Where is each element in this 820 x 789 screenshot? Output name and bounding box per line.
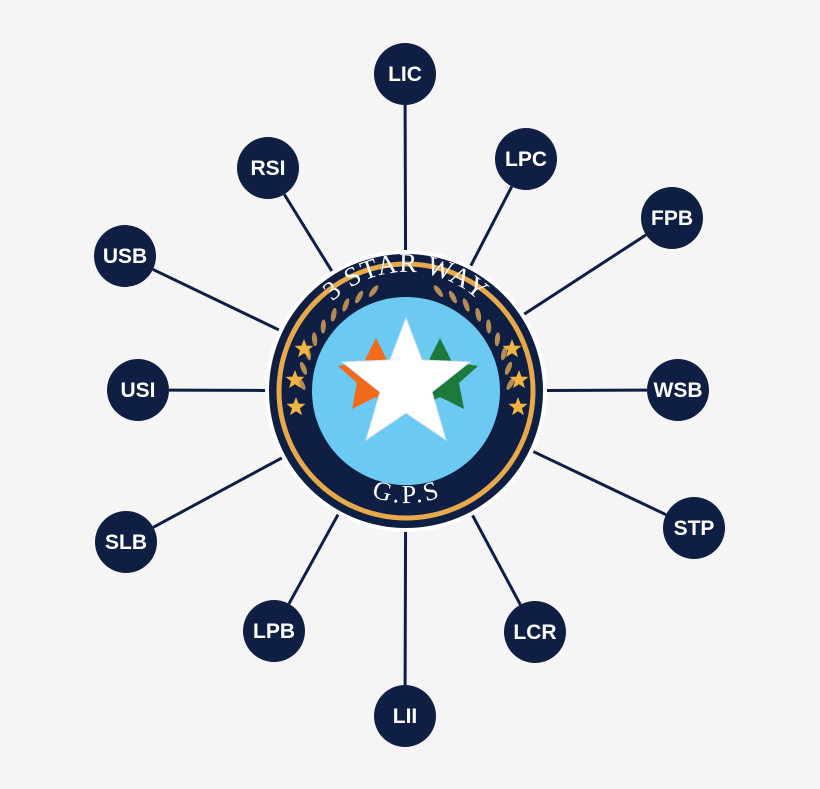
emblem-gold-ring [276,261,536,521]
small-star-icon [509,370,529,389]
node-lcr[interactable]: LCR [504,601,566,663]
node-circle [243,600,305,662]
laurel-leaf [494,332,501,347]
node-label: STP [674,517,715,540]
small-star-icon [502,339,522,358]
node-stp[interactable]: STP [663,497,725,559]
node-label: LII [393,705,418,728]
node-label: LPB [253,620,295,643]
node-label: LPC [505,148,547,171]
laurel-leaf [342,298,350,312]
small-star-icon [294,339,314,358]
node-rsi[interactable]: RSI [237,137,299,199]
node-label: USI [120,379,155,402]
node-usb[interactable]: USB [94,225,156,287]
laurel-leaf [311,332,318,347]
connector-lcr [471,514,522,606]
node-circle [237,137,299,199]
node-lpc[interactable]: LPC [495,128,557,190]
node-circle [107,359,169,421]
emblem-bottom-text: G.P.S [370,475,445,510]
connector-lines [152,104,667,686]
laurel-leaf [448,290,457,304]
laurel-leaf [355,290,364,304]
connector-lpc [469,185,514,267]
node-lii[interactable]: LII [374,685,436,747]
node-lpb[interactable]: LPB [243,600,305,662]
node-label: RSI [250,157,285,180]
laurel-leaf [299,361,308,375]
laurel-leaf [506,377,515,390]
laurel-leaf [462,298,470,312]
node-label: LIC [388,63,422,86]
laurel-leaf [504,361,513,375]
node-slb[interactable]: SLB [95,511,157,573]
node-circle [374,685,436,747]
node-label: WSB [654,379,703,402]
connector-rsi [283,193,334,272]
node-circle [95,511,157,573]
laurel-leaf [330,307,337,322]
small-star-icon [285,370,305,389]
node-circle [495,128,557,190]
connector-lpb [287,513,340,605]
node-label: SLB [105,531,147,554]
node-circle [374,43,436,105]
node-group: LIC LPC FPB WSB STP LCR LII LPB SLB USI USB RSI [94,43,725,747]
connector-usb [152,268,280,332]
emblem-logo: 3 STAR WAY G.P.S [265,248,547,532]
laurel-leaf [368,285,379,297]
node-circle [663,497,725,559]
node-lic[interactable]: LIC [374,43,436,105]
node-circle [94,225,156,287]
white-star-icon [340,316,472,442]
node-fpb[interactable]: FPB [641,187,703,249]
node-label: FPB [651,207,693,230]
node-wsb[interactable]: WSB [647,359,709,421]
node-circle [504,601,566,663]
small-star-icon [286,397,306,416]
node-label: LCR [513,621,556,644]
laurel-leaf [500,346,508,361]
node-circle [641,187,703,249]
small-star-icon [508,397,528,416]
connector-stp [532,450,667,517]
node-circle [647,359,709,421]
laurel-leaf [433,285,444,297]
laurel-leaf [475,307,482,322]
laurel-leaf [320,319,326,334]
node-usi[interactable]: USI [107,359,169,421]
connector-slb [152,456,283,529]
node-label: USB [103,245,147,268]
small-stars-group [285,339,529,416]
connector-fpb [523,233,647,316]
laurel-leaf [486,319,492,334]
